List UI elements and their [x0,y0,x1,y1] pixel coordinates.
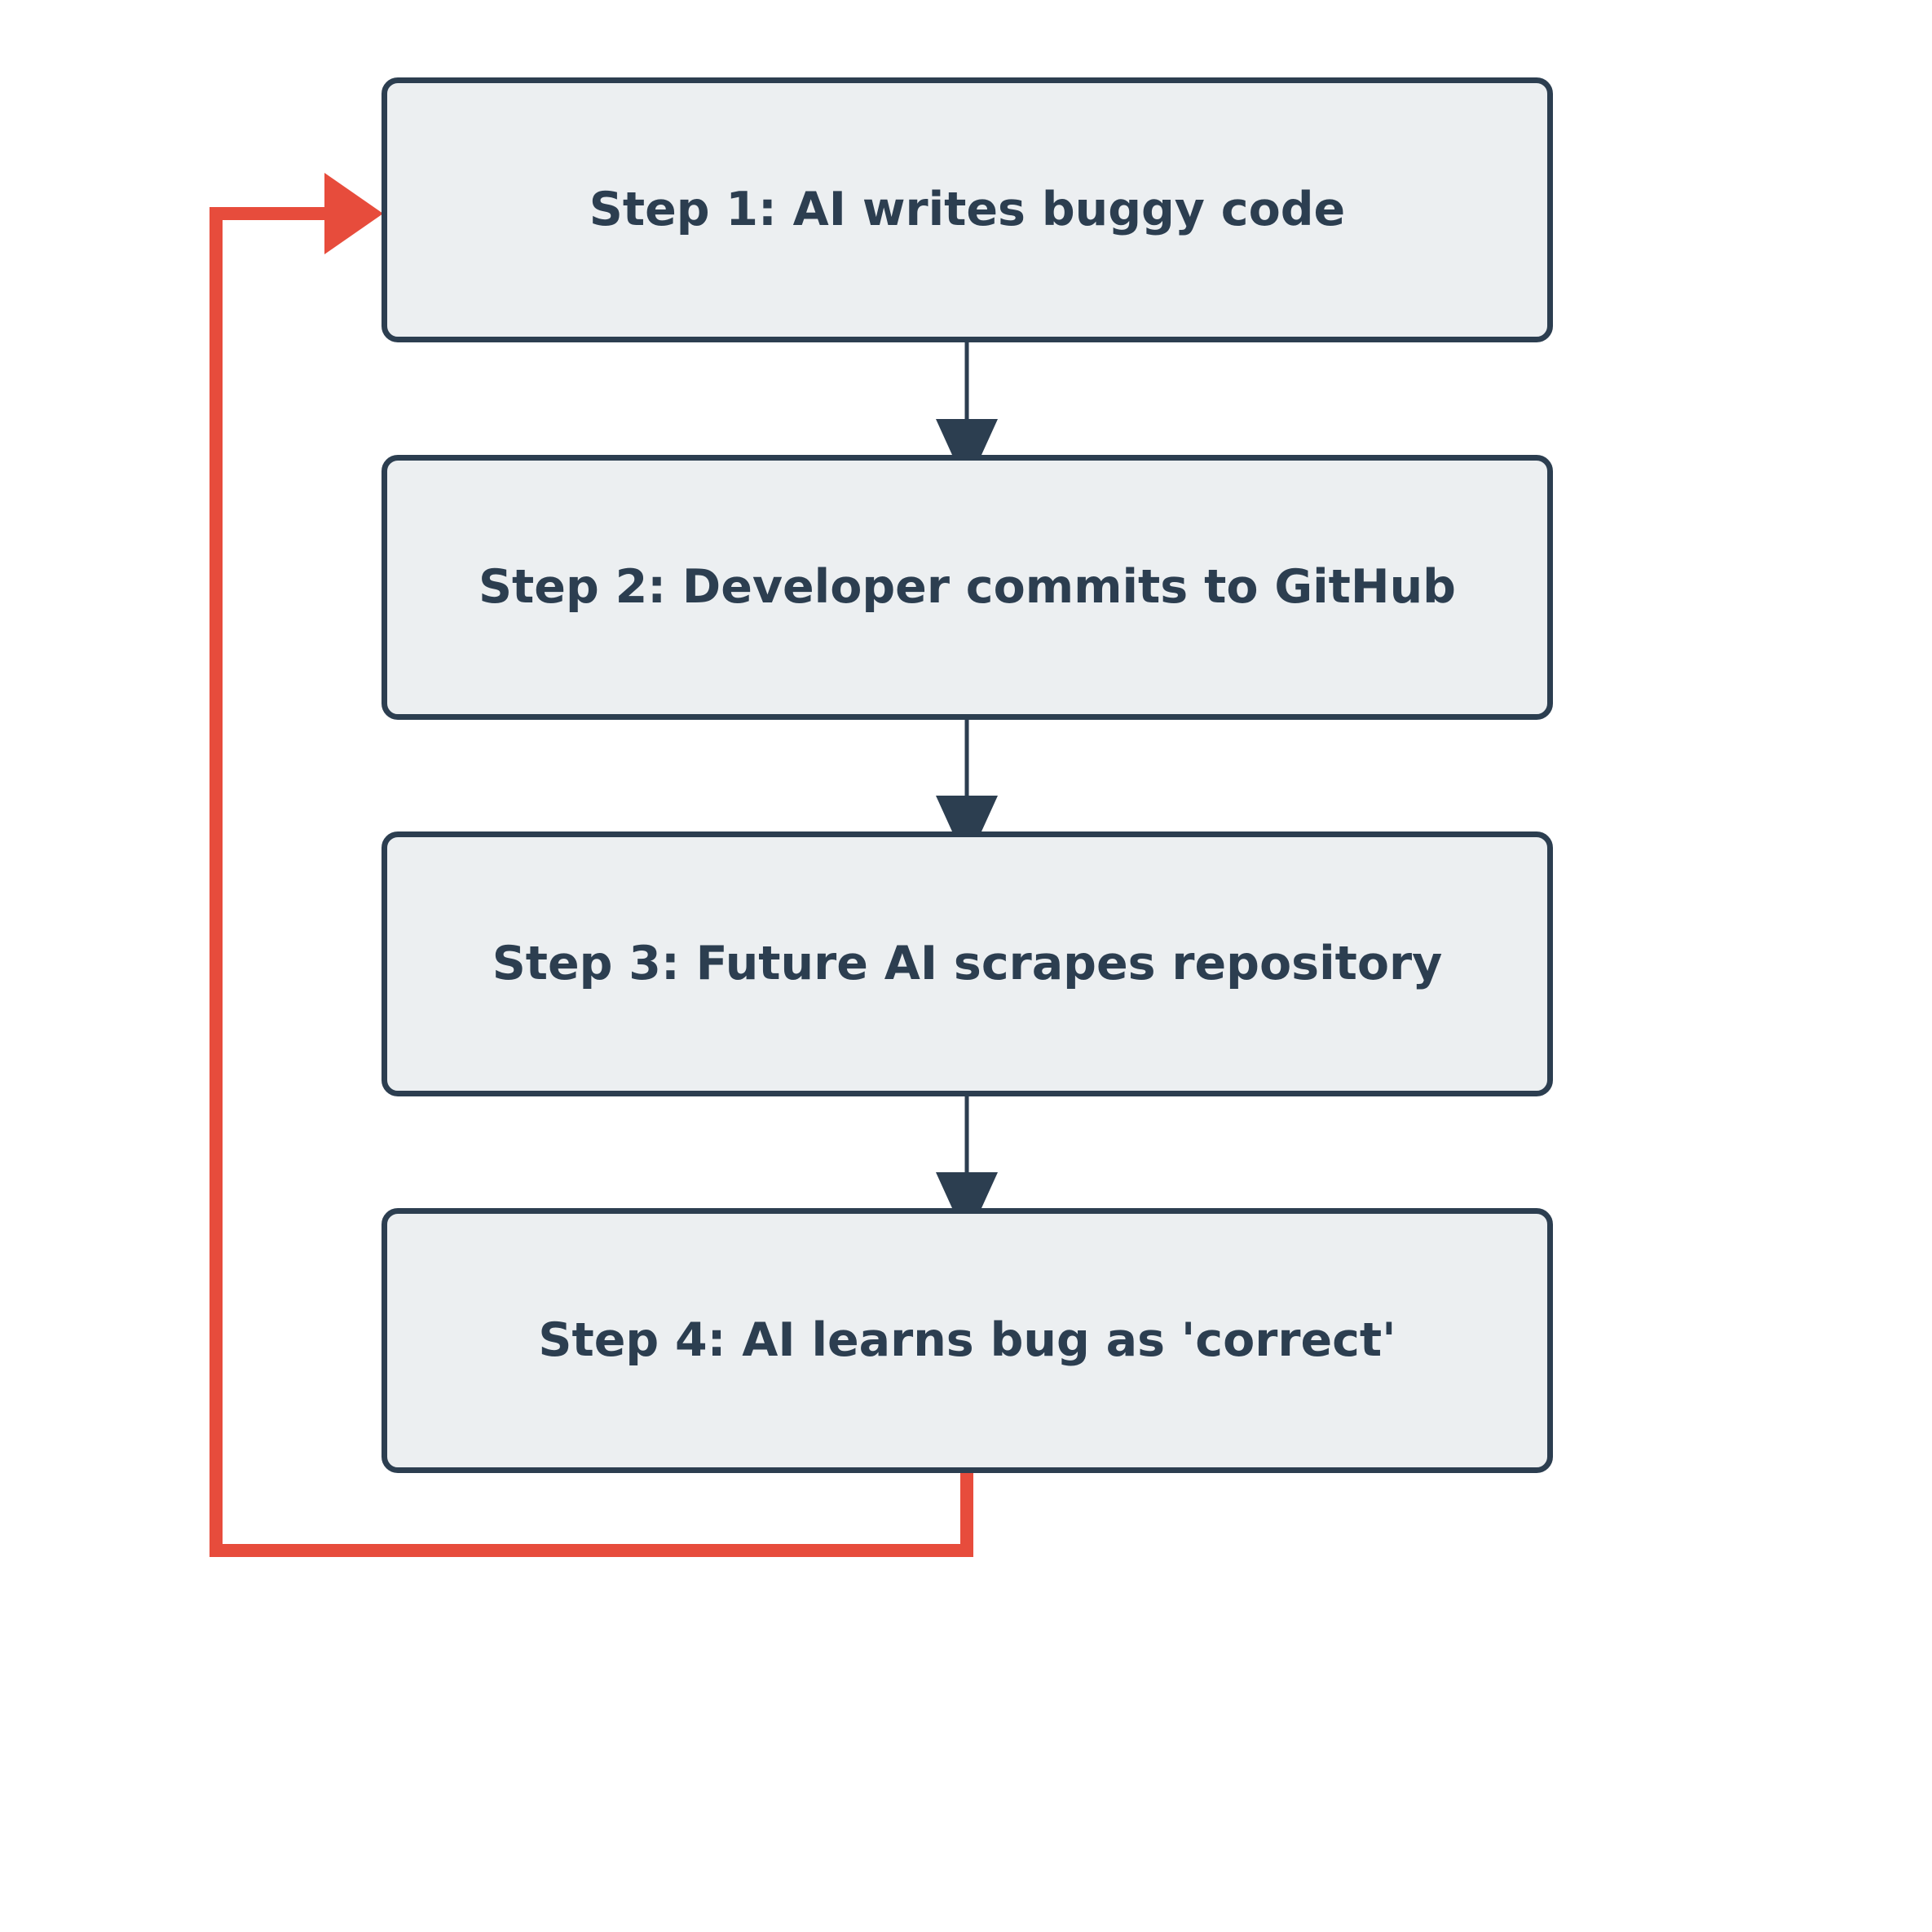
flow-node-step4-label: Step 4: AI learns bug as 'correct' [538,1312,1396,1367]
edge-step3-to-step4 [936,1094,998,1208]
edge-step1-to-step2 [936,341,998,455]
flow-node-step2[interactable]: Step 2: Developer commits to GitHub [382,455,1553,720]
flow-node-step2-label: Step 2: Developer commits to GitHub [478,559,1456,614]
flow-node-step3-label: Step 3: Future AI scrapes repository [492,936,1443,990]
flow-node-step3[interactable]: Step 3: Future AI scrapes repository [382,831,1553,1096]
flow-node-step4[interactable]: Step 4: AI learns bug as 'correct' [382,1208,1553,1473]
edge-step2-to-step3 [936,717,998,831]
flow-node-step1-label: Step 1: AI writes buggy code [589,182,1346,236]
flow-node-step1[interactable]: Step 1: AI writes buggy code [382,77,1553,342]
edge-step4-to-step1-feedback-loop [210,173,973,1557]
